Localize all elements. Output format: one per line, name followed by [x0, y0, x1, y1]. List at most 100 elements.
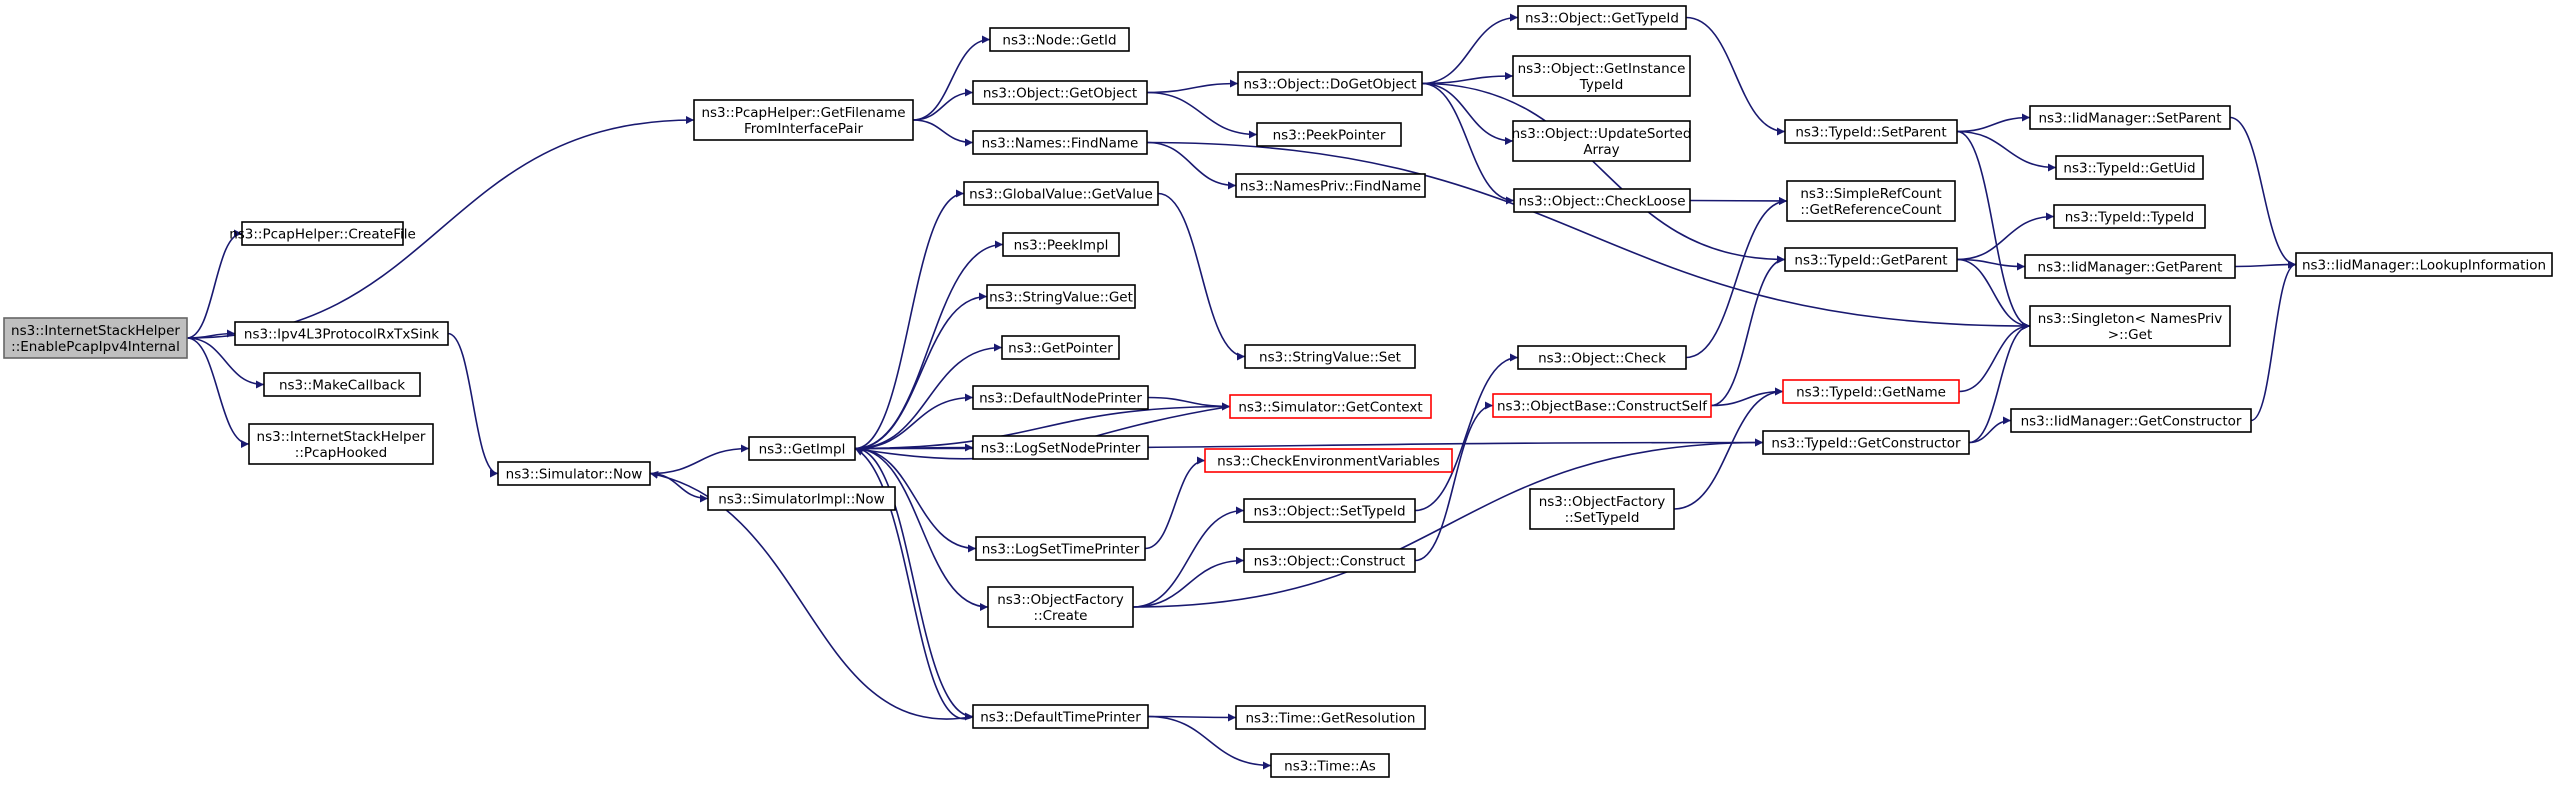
node-box — [1002, 232, 1120, 257]
node-defaultnodeprinter[interactable]: ns3::DefaultNodePrinter — [972, 385, 1149, 410]
edge-line — [1132, 438, 1764, 608]
edge-ipv4l3_rxtx-to-simulator_now — [447, 332, 499, 478]
node-object-getobject[interactable]: ns3::Object::GetObject — [972, 80, 1148, 105]
node-getpointer[interactable]: ns3::GetPointer — [1001, 335, 1120, 360]
node-objectfactory-create[interactable]: ns3::ObjectFactory::Create — [987, 586, 1134, 628]
node-box — [1782, 379, 1960, 404]
node-peekimpl[interactable]: ns3::PeekImpl — [1002, 232, 1120, 257]
node-typeid-typeid[interactable]: ns3::TypeId::TypeId — [2053, 204, 2206, 229]
node-objectbase-constructself[interactable]: ns3::ObjectBase::ConstructSelf — [1492, 393, 1712, 418]
node-box — [972, 385, 1149, 410]
edge-objectfactory_create-to-typeid_getconstructor — [1132, 438, 1764, 608]
node-logsetnodeprinter[interactable]: ns3::LogSetNodePrinter — [972, 435, 1149, 460]
node-simulator-now[interactable]: ns3::Simulator::Now — [497, 461, 651, 486]
edge-typeid_setparent-to-singleton_get — [1956, 130, 2031, 330]
node-box — [1786, 180, 1956, 222]
node-typeid-getparent[interactable]: ns3::TypeId::GetParent — [1784, 247, 1958, 272]
node-iid-lookupinformation[interactable]: ns3::IidManager::LookupInformation — [2295, 252, 2553, 277]
edge-line — [1710, 387, 1784, 407]
node-box — [1270, 753, 1390, 778]
node-pcaphooked[interactable]: ns3::InternetStackHelper::PcapHooked — [248, 423, 434, 465]
edge-typeid_getconstructor-to-iid_getconstructor — [1968, 416, 2012, 444]
edge-object_dogetobject-to-typeid_getparent — [1421, 82, 1786, 264]
node-iid-getparent[interactable]: ns3::IidManager::GetParent — [2024, 254, 2236, 279]
edge-globalvalue_getvalue-to-stringvalue_set — [1157, 192, 1246, 361]
node-getimpl[interactable]: ns3::GetImpl — [748, 436, 856, 461]
edge-line — [912, 35, 991, 121]
node-logsettimeprinter[interactable]: ns3::LogSetTimePrinter — [975, 536, 1146, 561]
node-ipv4l3-rxtx[interactable]: ns3::Ipv4L3ProtocolRxTxSink — [234, 321, 449, 346]
node-defaulttimeprinter[interactable]: ns3::DefaultTimePrinter — [972, 704, 1149, 729]
node-label: ns3::PeekPointer — [1273, 128, 1386, 144]
edge-line — [1144, 456, 1206, 550]
node-stringvalue-get[interactable]: ns3::StringValue::Get — [986, 284, 1136, 309]
node-object-gettypeid[interactable]: ns3::Object::GetTypeId — [1517, 5, 1687, 30]
node-box — [1256, 122, 1402, 147]
node-object-construct[interactable]: ns3::Object::Construct — [1243, 548, 1416, 573]
node-checkenvvars[interactable]: ns3::CheckEnvironmentVariables — [1204, 448, 1453, 473]
node-pcap-getfilename[interactable]: ns3::PcapHelper::GetFilenameFromInterfac… — [693, 99, 914, 141]
node-typeid-setparent[interactable]: ns3::TypeId::SetParent — [1784, 119, 1958, 144]
node-peekpointer[interactable]: ns3::PeekPointer — [1256, 122, 1402, 147]
node-label: TypeId — [1579, 77, 1624, 93]
node-box — [1237, 71, 1423, 96]
node-label: ns3::Object::GetObject — [983, 86, 1137, 102]
node-object-check[interactable]: ns3::Object::Check — [1517, 345, 1687, 370]
node-object-checkloose[interactable]: ns3::Object::CheckLoose — [1513, 188, 1691, 213]
node-simulator-getcontext[interactable]: ns3::Simulator::GetContext — [1229, 394, 1432, 419]
edge-defaulttimeprinter-to-getimpl — [854, 447, 974, 720]
edge-line — [854, 447, 989, 611]
node-label: ns3::ObjectFactory — [1539, 494, 1666, 510]
edge-line — [649, 472, 709, 503]
node-typeid-getname[interactable]: ns3::TypeId::GetName — [1782, 379, 1960, 404]
node-simplerefcount[interactable]: ns3::SimpleRefCount::GetReferenceCount — [1786, 180, 1956, 222]
node-pcap-createfile[interactable]: ns3::PcapHelper::CreateFile — [229, 221, 416, 246]
node-label: ns3::CheckEnvironmentVariables — [1217, 454, 1440, 470]
edge-line — [1132, 556, 1245, 608]
node-makecallback[interactable]: ns3::MakeCallback — [263, 372, 421, 397]
node-time-getresolution[interactable]: ns3::Time::GetResolution — [1235, 705, 1426, 730]
edge-line — [1968, 322, 2031, 444]
edge-typeid_getconstructor-to-singleton_get — [1968, 322, 2031, 444]
node-names-findname[interactable]: ns3::Names::FindName — [972, 130, 1148, 155]
node-typeid-getconstructor[interactable]: ns3::TypeId::GetConstructor — [1762, 430, 1970, 455]
edge-typeid_getname-to-singleton_get — [1958, 322, 2031, 393]
node-box — [2295, 252, 2553, 277]
node-iid-getconstructor[interactable]: ns3::IidManager::GetConstructor — [2010, 408, 2252, 433]
node-box — [748, 436, 856, 461]
edge-object_dogetobject-to-object_checkloose — [1421, 82, 1515, 205]
node-node-getid[interactable]: ns3::Node::GetId — [989, 27, 1130, 52]
node-globalvalue-getvalue[interactable]: ns3::GlobalValue::GetValue — [963, 181, 1159, 206]
node-root[interactable]: ns3::InternetStackHelper::EnablePcapIpv4… — [3, 317, 188, 359]
node-box — [972, 80, 1148, 105]
node-objectfactory-settypeid[interactable]: ns3::ObjectFactory::SetTypeId — [1529, 488, 1675, 530]
node-time-as[interactable]: ns3::Time::As — [1270, 753, 1390, 778]
node-namespriv-findname[interactable]: ns3::NamesPriv::FindName — [1235, 173, 1426, 198]
edge-line — [1673, 387, 1784, 510]
edge-object_dogetobject-to-object_getinstancetypeid — [1421, 72, 1514, 85]
node-box — [1235, 705, 1426, 730]
node-label: ns3::InternetStackHelper — [257, 429, 426, 445]
node-label: ns3::TypeId::TypeId — [2065, 210, 2195, 226]
node-iid-setparent[interactable]: ns3::IidManager::SetParent — [2029, 105, 2231, 130]
node-box — [987, 586, 1134, 628]
node-singleton-get[interactable]: ns3::Singleton< NamesPriv >::Get — [2029, 305, 2231, 347]
node-object-dogetobject[interactable]: ns3::Object::DoGetObject — [1237, 71, 1423, 96]
edge-getimpl-to-stringvalue_get — [854, 292, 988, 450]
edge-line — [854, 447, 974, 720]
edge-line — [1689, 196, 1788, 205]
node-box — [972, 435, 1149, 460]
edge-line — [854, 292, 988, 450]
node-simulatorimpl-now[interactable]: ns3::SimulatorImpl::Now — [707, 486, 896, 511]
edge-object_check-to-simplerefcount — [1685, 197, 1788, 359]
node-label: ns3::IidManager::LookupInformation — [2302, 258, 2546, 274]
node-stringvalue-set[interactable]: ns3::StringValue::Set — [1244, 344, 1416, 369]
node-box — [2053, 204, 2206, 229]
edge-iid_setparent-to-iid_lookupinformation — [2229, 116, 2297, 269]
edge-line — [1421, 13, 1519, 85]
node-label: ns3::PcapHelper::GetFilename — [701, 105, 905, 121]
node-typeid-getuid[interactable]: ns3::TypeId::GetUid — [2055, 155, 2204, 180]
node-object-settypeid[interactable]: ns3::Object::SetTypeId — [1243, 498, 1416, 523]
